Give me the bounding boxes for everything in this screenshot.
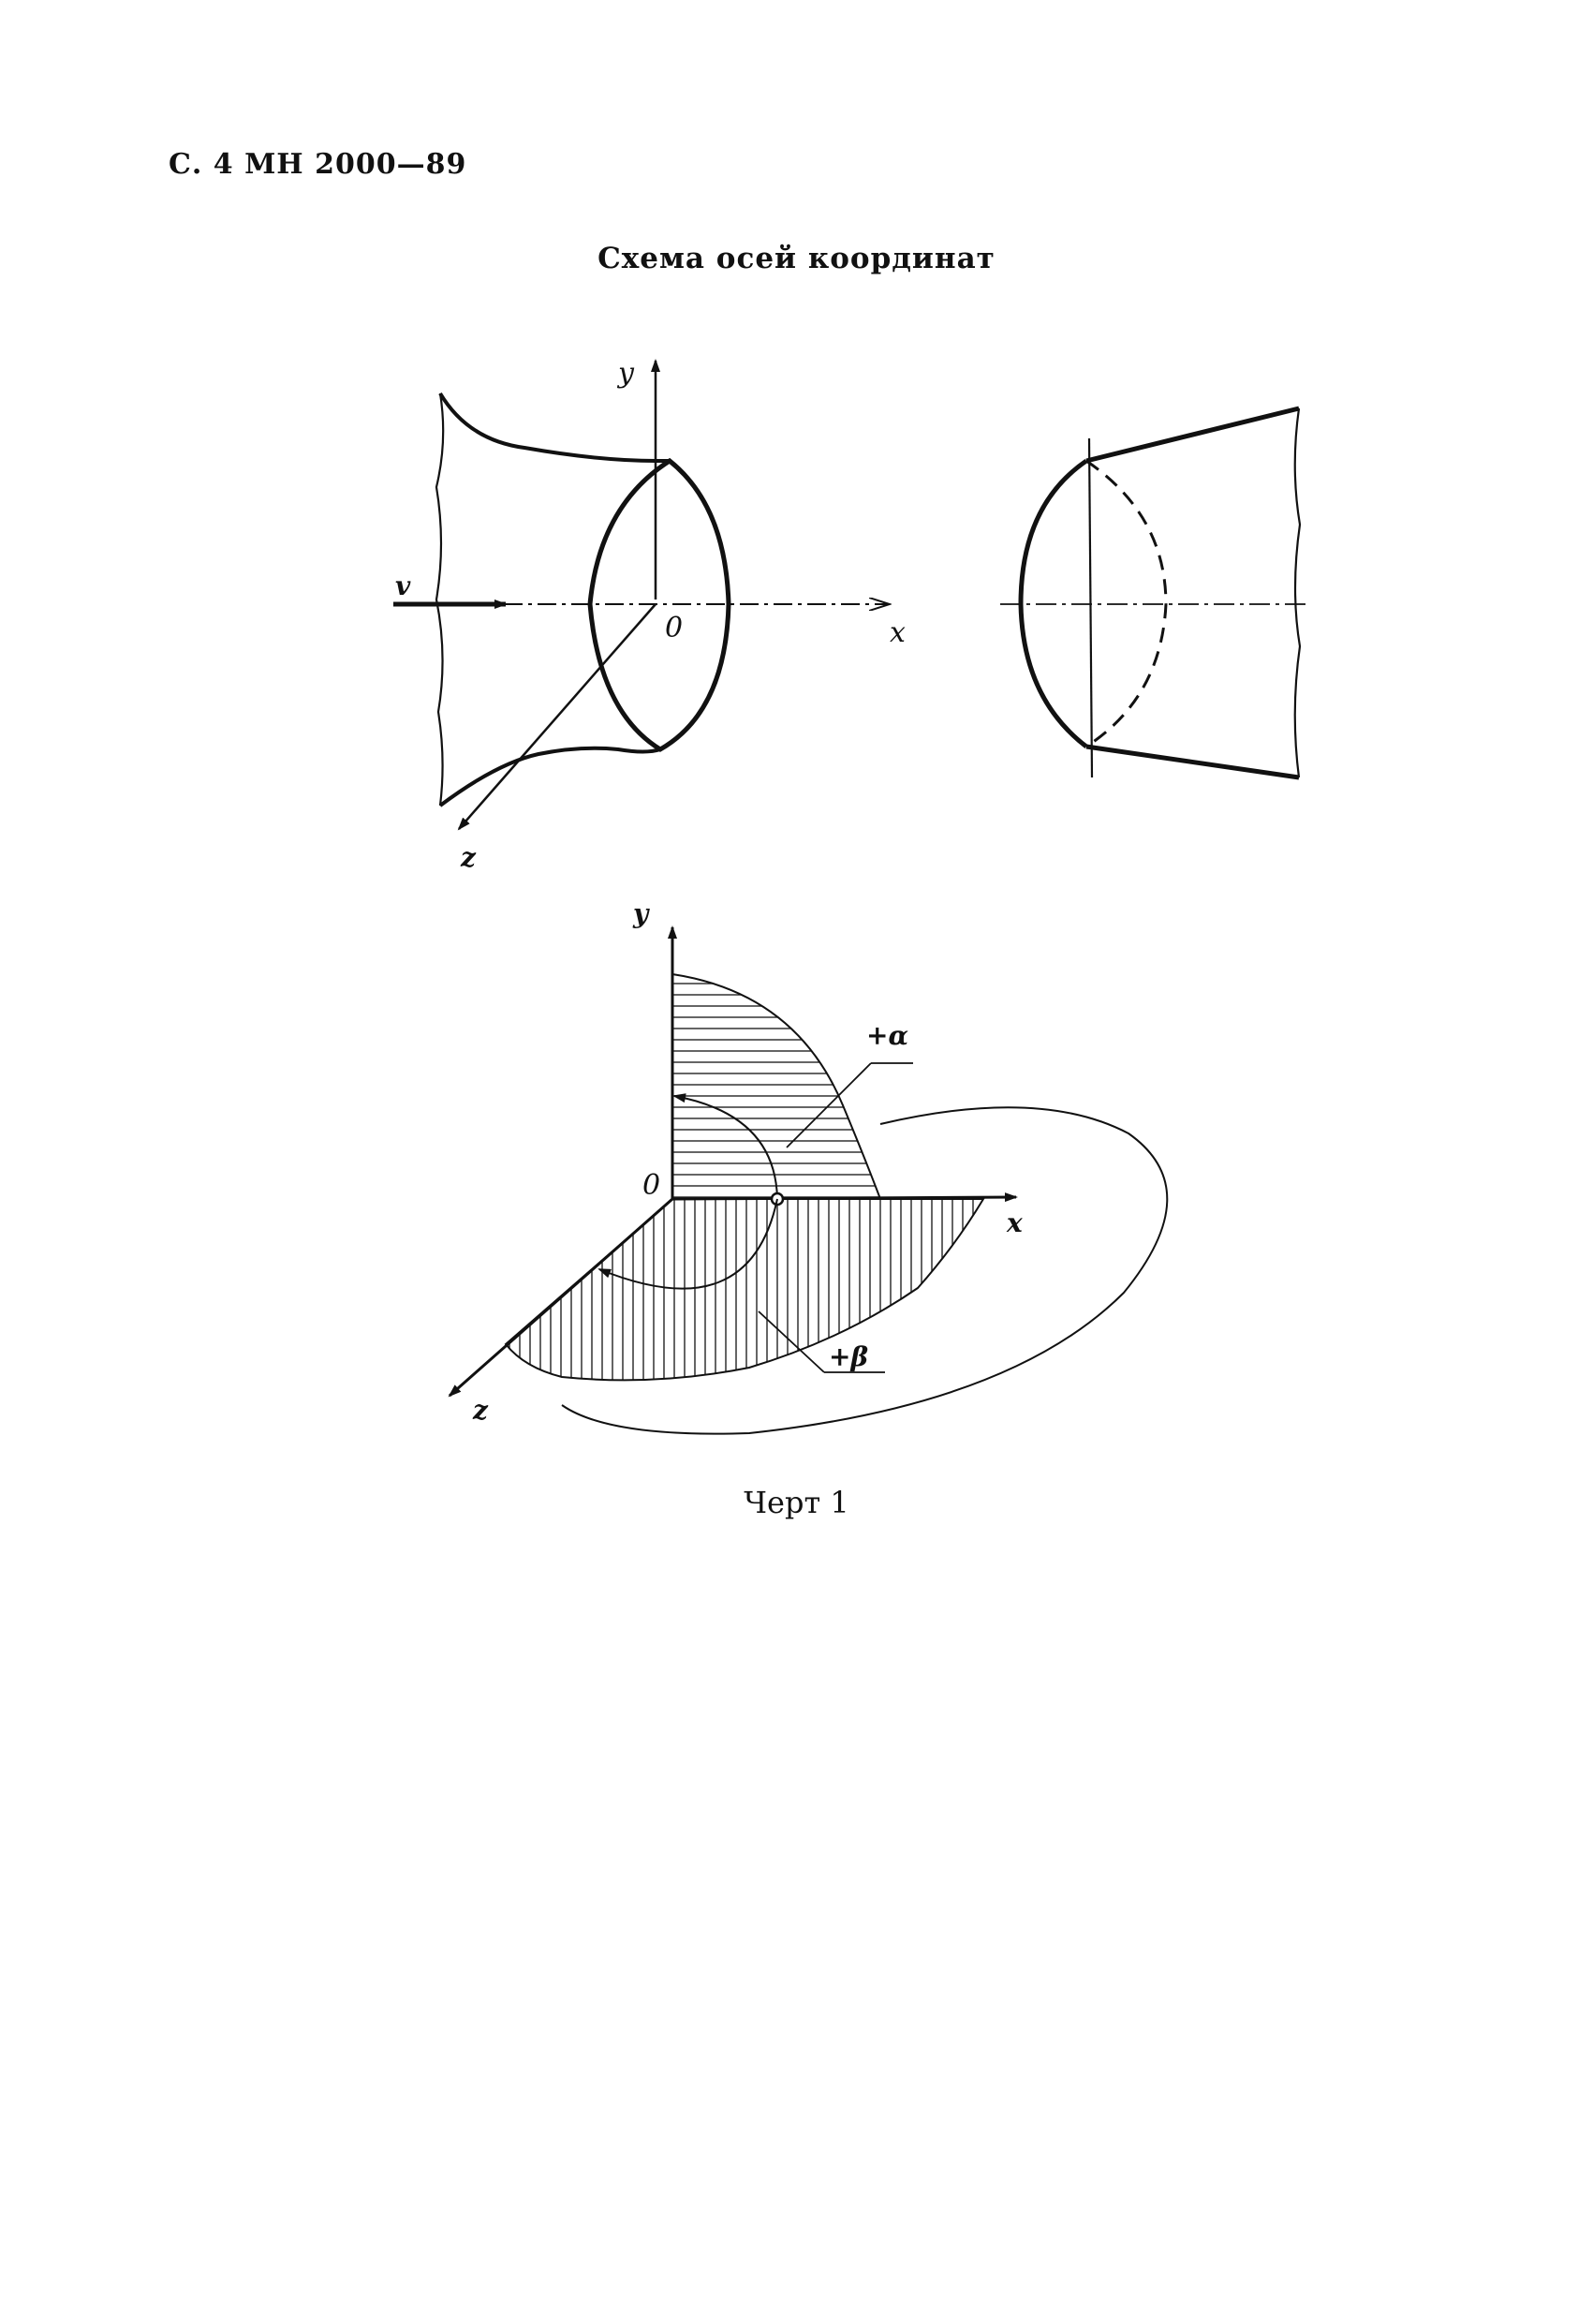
figure-caption: Черт 1 xyxy=(744,1485,849,1520)
z-axis xyxy=(457,603,656,831)
flow-ellipse xyxy=(561,1106,1169,1435)
alpha-label: +α xyxy=(866,1020,908,1051)
x-label: x xyxy=(890,616,906,649)
hidden-arc xyxy=(1085,459,1168,748)
origin-label: 0 xyxy=(665,612,683,644)
figure-title: Схема осей координат xyxy=(597,242,996,275)
vertical-axis-line xyxy=(1087,437,1094,778)
alpha-plane xyxy=(671,972,882,1200)
oval-section xyxy=(587,457,731,752)
z-axis xyxy=(448,1197,673,1398)
z-label: z xyxy=(460,842,477,873)
alpha-arc xyxy=(672,1093,778,1200)
right-break-line xyxy=(1293,407,1302,778)
lower-contour xyxy=(438,746,661,807)
left-break-line xyxy=(435,392,445,807)
v-label: v xyxy=(395,570,411,601)
top-left-body-diagram: y x z 0 v xyxy=(393,357,906,873)
beta-label: +β xyxy=(829,1341,868,1372)
alpha-leader xyxy=(786,1062,872,1148)
y-label: y xyxy=(632,898,650,929)
z-label: z xyxy=(472,1395,489,1426)
lower-edge xyxy=(1085,744,1300,780)
upper-edge xyxy=(1085,406,1300,464)
beta-leader xyxy=(758,1310,825,1373)
angle-diagram: y x z 0 +α +β xyxy=(448,898,1169,1435)
x-axis xyxy=(671,1192,1018,1203)
origin-label: 0 xyxy=(642,1169,660,1202)
page-header: С. 4 МН 2000—89 xyxy=(169,148,467,181)
y-label: y xyxy=(616,357,635,390)
upper-contour xyxy=(438,392,670,463)
top-right-body-diagram xyxy=(1000,406,1306,780)
x-label: x xyxy=(1006,1207,1023,1238)
beta-arc xyxy=(597,1198,778,1290)
beta-plane xyxy=(504,1198,985,1382)
